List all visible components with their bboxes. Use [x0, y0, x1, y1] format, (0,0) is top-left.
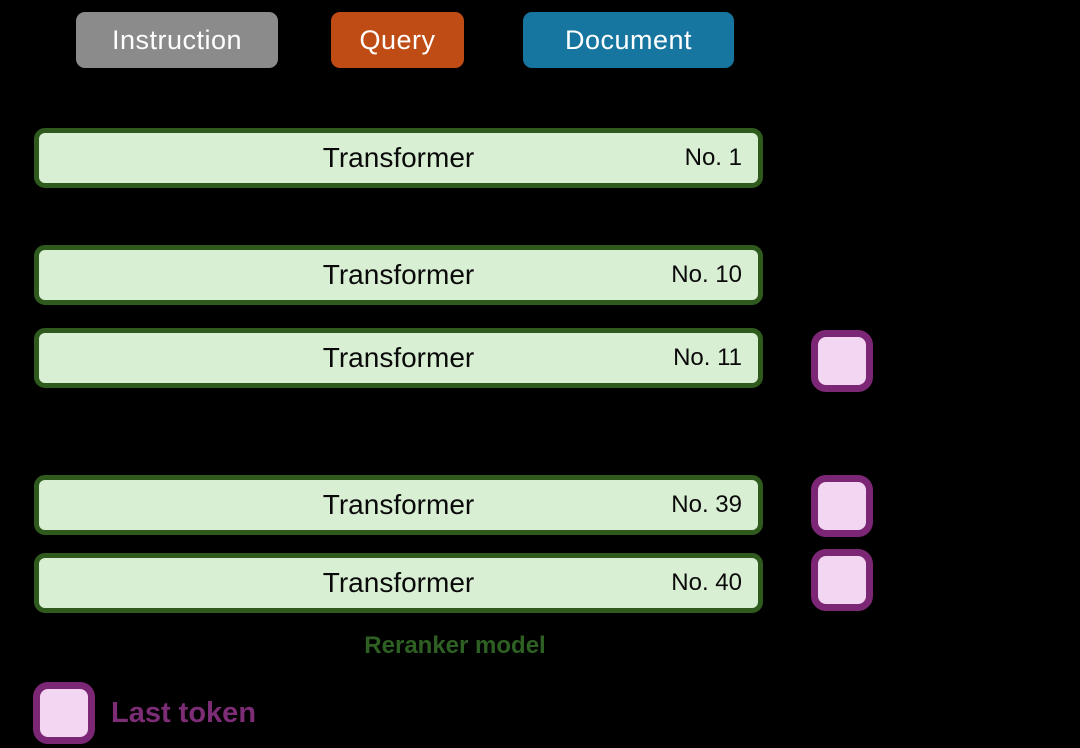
- token-label-document-text: Document: [564, 24, 693, 55]
- transformer-layer-40-name: Transformer: [322, 567, 475, 598]
- transformer-layer-11-name: Transformer: [322, 342, 475, 373]
- reranker-model-caption: Reranker model: [364, 632, 546, 659]
- transformer-layer-11-number: No. 11: [673, 344, 742, 371]
- transformer-layer-1-number: No. 1: [684, 144, 742, 171]
- token-label-query-text: Query: [359, 24, 436, 55]
- transformer-layer-10-name: Transformer: [322, 259, 475, 290]
- transformer-layer-1: Transformer No. 1: [34, 128, 763, 188]
- token-label-instruction-text: Instruction: [111, 24, 243, 55]
- last-token-square-layer-40: [811, 549, 873, 611]
- transformer-layer-39-number: No. 39: [671, 491, 742, 518]
- last-token-square-layer-11: [811, 330, 873, 392]
- transformer-layer-1-name: Transformer: [322, 142, 475, 173]
- last-token-legend: Last token: [33, 682, 256, 744]
- transformer-layer-40-number: No. 40: [671, 569, 742, 596]
- transformer-layer-10: Transformer No. 10: [34, 245, 763, 305]
- transformer-layer-40: Transformer No. 40: [34, 553, 763, 613]
- token-label-query: Query: [331, 12, 464, 68]
- token-label-instruction: Instruction: [76, 12, 278, 68]
- token-label-document: Document: [523, 12, 734, 68]
- transformer-layer-39: Transformer No. 39: [34, 475, 763, 535]
- last-token-legend-label: Last token: [111, 696, 257, 729]
- last-token-square-layer-39: [811, 475, 873, 537]
- last-token-legend-swatch: [33, 682, 95, 744]
- transformer-layer-10-number: No. 10: [671, 261, 742, 288]
- transformer-layer-11: Transformer No. 11: [34, 328, 763, 388]
- transformer-layer-39-name: Transformer: [322, 489, 475, 520]
